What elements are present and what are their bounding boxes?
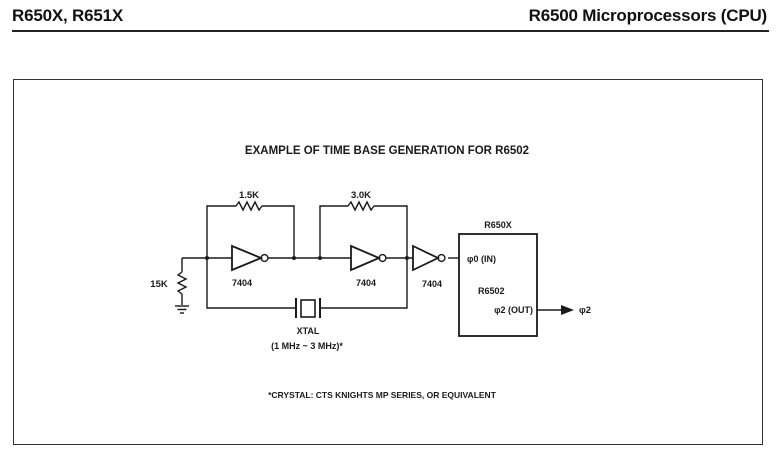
chip-box bbox=[458, 233, 538, 337]
inverter-3-icon bbox=[412, 244, 446, 272]
crystal-loop bbox=[206, 258, 408, 309]
figure-frame bbox=[13, 79, 763, 445]
crystal-label: XTAL bbox=[297, 326, 320, 336]
header-right-title: R6500 Microprocessors (CPU) bbox=[528, 6, 768, 25]
inverter-2-label: 7404 bbox=[356, 278, 376, 288]
chip-output-pin: φ2 (OUT) bbox=[494, 305, 533, 315]
ground-icon bbox=[175, 305, 189, 314]
figure-footnote: *CRYSTAL: CTS KNIGHTS MP SERIES, OR EQUI… bbox=[268, 390, 497, 400]
resistor-15k bbox=[176, 258, 188, 305]
output-signal-label: φ2 bbox=[579, 305, 591, 316]
feedback-loop-1 bbox=[206, 200, 295, 258]
crystal-frequency: (1 MHz ~ 3 MHz)* bbox=[271, 341, 343, 351]
chip-family-label: R650X bbox=[484, 220, 512, 230]
junction-dots bbox=[205, 256, 409, 260]
resistor-label-15k: 15K bbox=[150, 279, 168, 290]
inverter-1-label: 7404 bbox=[232, 278, 252, 288]
inverter-3-label: 7404 bbox=[422, 279, 442, 289]
header-rule bbox=[12, 30, 769, 32]
output-arrow-icon bbox=[561, 305, 574, 315]
resistor-label-3-0k: 3.0K bbox=[351, 190, 371, 201]
chip-part-label: R6502 bbox=[478, 286, 505, 296]
crystal-icon bbox=[295, 298, 321, 318]
header-left-title: R650X, R651X bbox=[12, 6, 124, 25]
feedback-loop-2 bbox=[319, 200, 408, 258]
inverter-1-icon bbox=[231, 244, 269, 272]
figure-title: EXAMPLE OF TIME BASE GENERATION FOR R650… bbox=[245, 145, 529, 157]
chip-input-pin: φ0 (IN) bbox=[467, 254, 496, 264]
resistor-label-1-5k: 1.5K bbox=[239, 190, 259, 201]
inverter-2-icon bbox=[350, 244, 387, 272]
